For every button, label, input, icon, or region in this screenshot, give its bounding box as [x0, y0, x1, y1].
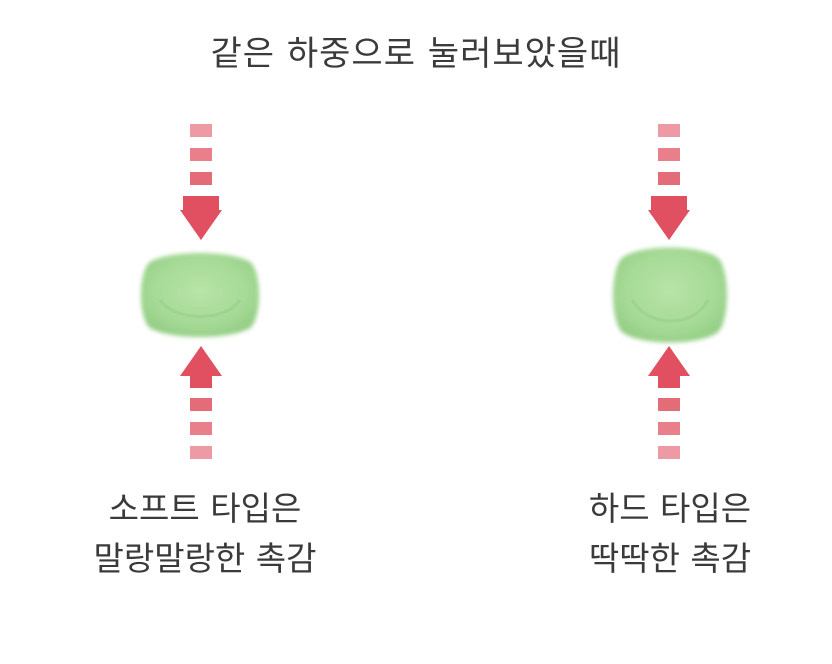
- hard-gel-blob: [613, 247, 727, 343]
- soft-caption-line1: 소프트 타입은: [108, 489, 302, 528]
- hard-top-arrow: [648, 124, 690, 240]
- soft-top-arrow: [180, 124, 222, 240]
- soft-type-caption: 소프트 타입은 말랑말랑한 촉감: [40, 484, 370, 584]
- hard-caption-line1: 하드 타입은: [588, 489, 752, 528]
- soft-gel-blob: [141, 253, 259, 337]
- soft-type-group: [141, 124, 259, 459]
- hard-bottom-arrow: [648, 346, 690, 459]
- hard-caption-line2: 딱딱한 촉감: [588, 539, 752, 578]
- soft-caption-line2: 말랑말랑한 촉감: [93, 539, 317, 578]
- page-title: 같은 하중으로 눌러보았을때: [210, 34, 622, 74]
- hard-type-caption: 하드 타입은 딱딱한 촉감: [520, 484, 820, 584]
- hard-type-group: [613, 124, 727, 459]
- soft-bottom-arrow: [180, 346, 222, 459]
